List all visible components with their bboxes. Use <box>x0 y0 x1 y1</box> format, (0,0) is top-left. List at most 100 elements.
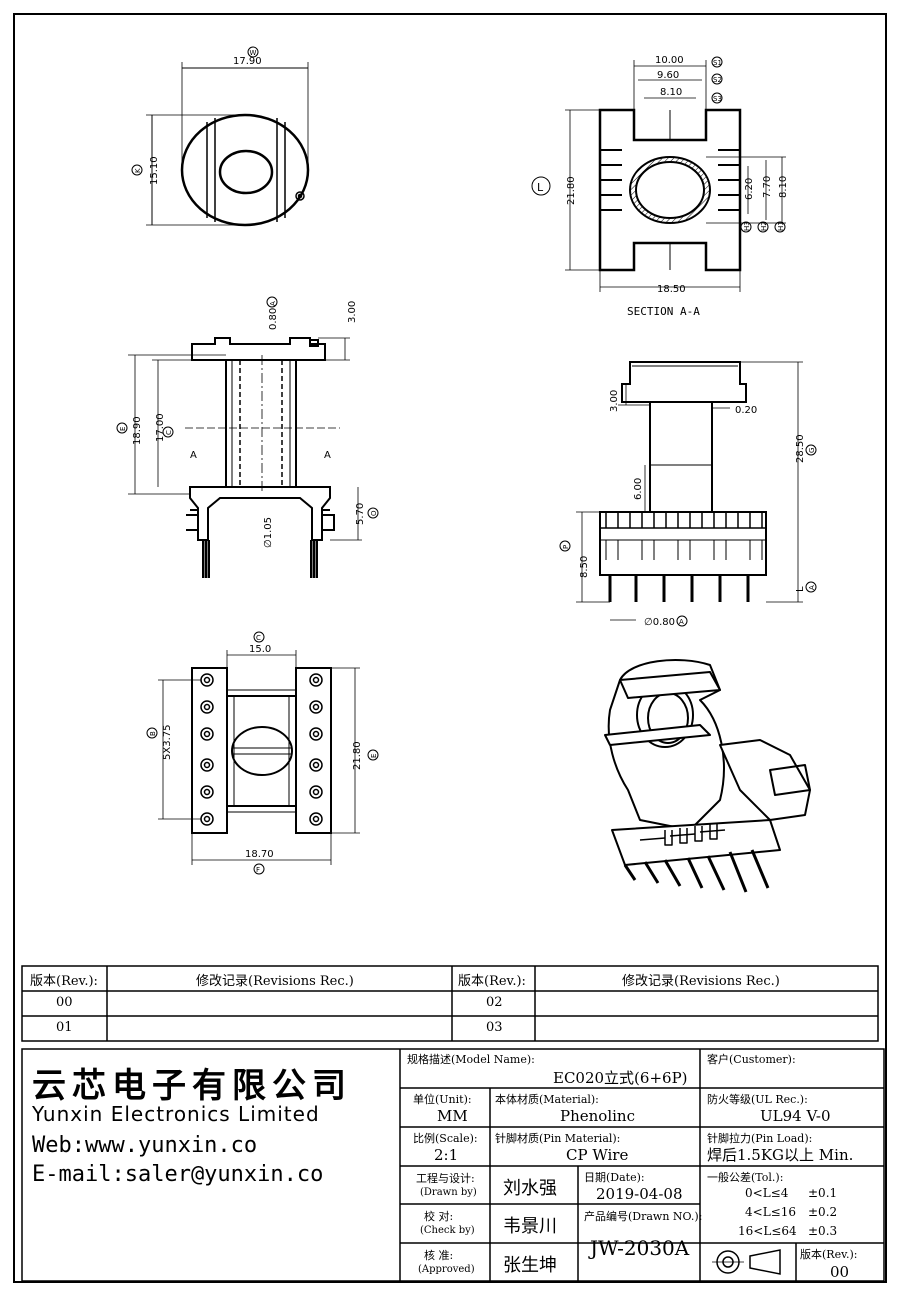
section-h3: 8.10 <box>778 176 789 198</box>
rev-header-left: 版本(Rev.): <box>30 974 98 989</box>
drawn-value: 刘水强 <box>503 1178 557 1199</box>
section-w-dim: 18.50 <box>657 284 686 295</box>
check-label-en: (Check by) <box>420 1225 475 1236</box>
isometric-view <box>604 659 811 893</box>
rec-header-right: 修改记录(Revisions Rec.) <box>622 974 780 989</box>
side-pin-tag: P <box>562 545 570 549</box>
rev-row-0-right: 02 <box>486 995 503 1010</box>
front-pin-h: 5.70 <box>355 503 366 525</box>
front-wall-tag: A <box>269 301 277 306</box>
company-web: Web:www.yunxin.co <box>32 1133 258 1158</box>
bottom-w-dim: 15.0 <box>249 644 271 655</box>
tol-value-1: ±0.2 <box>808 1205 838 1219</box>
front-section-mark-left: A <box>190 450 197 461</box>
tol-label: 一般公差(Tol.): <box>707 1171 784 1184</box>
pin-material-value: CP Wire <box>566 1146 629 1164</box>
section-dims <box>565 60 786 292</box>
pin-load-label: 针脚拉力(Pin Load): <box>707 1132 813 1145</box>
tol-range-0: 0<L≤4 <box>745 1186 789 1200</box>
bottom-w-tag: C <box>256 634 261 642</box>
section-d3: 8.10 <box>660 87 682 98</box>
front-total-dim: 18.90 <box>132 416 143 445</box>
side-gap-dim: 0.20 <box>735 405 757 416</box>
front-view <box>186 337 335 578</box>
front-pin-tag: O <box>370 510 378 516</box>
ul-label: 防火等级(UL Rec.): <box>707 1093 808 1106</box>
revision-table <box>21 965 879 1042</box>
side-l-tag: L <box>795 586 806 592</box>
side-total-tag: G <box>808 448 816 453</box>
section-ht1: H3 <box>743 221 751 231</box>
approved-value: 张生坤 <box>503 1255 557 1276</box>
bottom-h-dim: 21.80 <box>352 741 363 770</box>
rev-row-0-left: 00 <box>56 995 73 1010</box>
bottom-pitch: 5X3.75 <box>162 725 173 760</box>
drawn-no-label: 产品编号(Drawn NO.): <box>584 1210 703 1223</box>
section-caption: SECTION A-A <box>627 305 700 318</box>
tol-value-2: ±0.3 <box>808 1224 838 1238</box>
side-view <box>599 361 767 602</box>
drawn-no-value: JW-2030A <box>590 1236 690 1260</box>
section-t1: S1 <box>713 59 722 67</box>
drawn-label-cn: 工程与设计: <box>416 1172 475 1185</box>
unit-label: 单位(Unit): <box>413 1093 472 1106</box>
section-d1: 10.00 <box>655 55 684 66</box>
top-w-tag: W <box>250 49 257 57</box>
rec-header-left: 修改记录(Revisions Rec.) <box>196 974 354 989</box>
projection-symbol-icon <box>712 1249 781 1275</box>
date-value: 2019-04-08 <box>596 1185 683 1203</box>
approved-label-en: (Approved) <box>418 1264 475 1275</box>
bottom-view <box>191 667 332 834</box>
scale-label: 比例(Scale): <box>413 1132 478 1145</box>
rev-row-1-right: 03 <box>486 1020 503 1035</box>
date-label: 日期(Date): <box>584 1171 645 1184</box>
side-total-dim: 28.50 <box>795 434 806 463</box>
material-value: Phenolinc <box>560 1107 635 1125</box>
side-mid-dim: 6.00 <box>633 478 644 500</box>
front-section-mark-right: A <box>324 450 331 461</box>
section-ht3: H1 <box>777 221 785 231</box>
front-inner-tag: C <box>165 430 173 435</box>
company-name-en: Yunxin Electronics Limited <box>32 1102 320 1126</box>
check-value: 韦景川 <box>503 1216 557 1237</box>
bottom-pitch-tag: B <box>149 731 157 736</box>
side-pin-dia-tag: A <box>679 618 684 626</box>
rev-row-1-left: 01 <box>56 1020 73 1035</box>
front-inner-dim: 17.00 <box>155 413 166 442</box>
company-name-cn: 云芯电子有限公司 <box>32 1066 352 1106</box>
top-w-dim: 17.90 <box>233 56 262 67</box>
section-view <box>598 108 742 272</box>
tol-value-0: ±0.1 <box>808 1186 838 1200</box>
model-value: EC020立式(6+6P) <box>553 1069 688 1087</box>
section-t2: S2 <box>713 76 722 84</box>
drawn-label-en: (Drawn by) <box>420 1187 477 1198</box>
scale-value: 2:1 <box>434 1146 459 1164</box>
tol-range-1: 4<L≤16 <box>745 1205 796 1219</box>
section-h2: 7.70 <box>762 176 773 198</box>
front-total-tag: E <box>119 427 127 431</box>
ul-value: UL94 V-0 <box>760 1107 831 1125</box>
title-block-grid <box>21 1048 885 1282</box>
customer-label: 客户(Customer): <box>707 1053 796 1066</box>
side-pin-dim: 8.50 <box>579 556 590 578</box>
section-ht2: H2 <box>760 221 768 231</box>
check-label-cn: 校 对: <box>424 1210 454 1223</box>
section-h-tag: L <box>537 181 544 194</box>
top-view <box>146 62 310 227</box>
side-dims <box>576 361 803 621</box>
rev-header-right: 版本(Rev.): <box>458 974 526 989</box>
top-k-dim: 15.10 <box>149 156 160 185</box>
side-a-tag: A <box>808 585 816 590</box>
tol-range-2: 16<L≤64 <box>738 1224 797 1238</box>
section-t3: S3 <box>713 95 722 103</box>
unit-value: MM <box>437 1107 468 1125</box>
company-email: E-mail:saler@yunxin.co <box>32 1162 324 1187</box>
front-dims <box>128 337 362 541</box>
pin-load-value: 焊后1.5KG以上 Min. <box>707 1146 854 1164</box>
side-pin-dia: ∅0.80 <box>644 617 675 628</box>
pin-material-label: 针脚材质(Pin Material): <box>495 1132 621 1145</box>
front-pin-dim: ∅1.05 <box>263 517 274 548</box>
bottom-h-tag: E <box>370 754 378 758</box>
